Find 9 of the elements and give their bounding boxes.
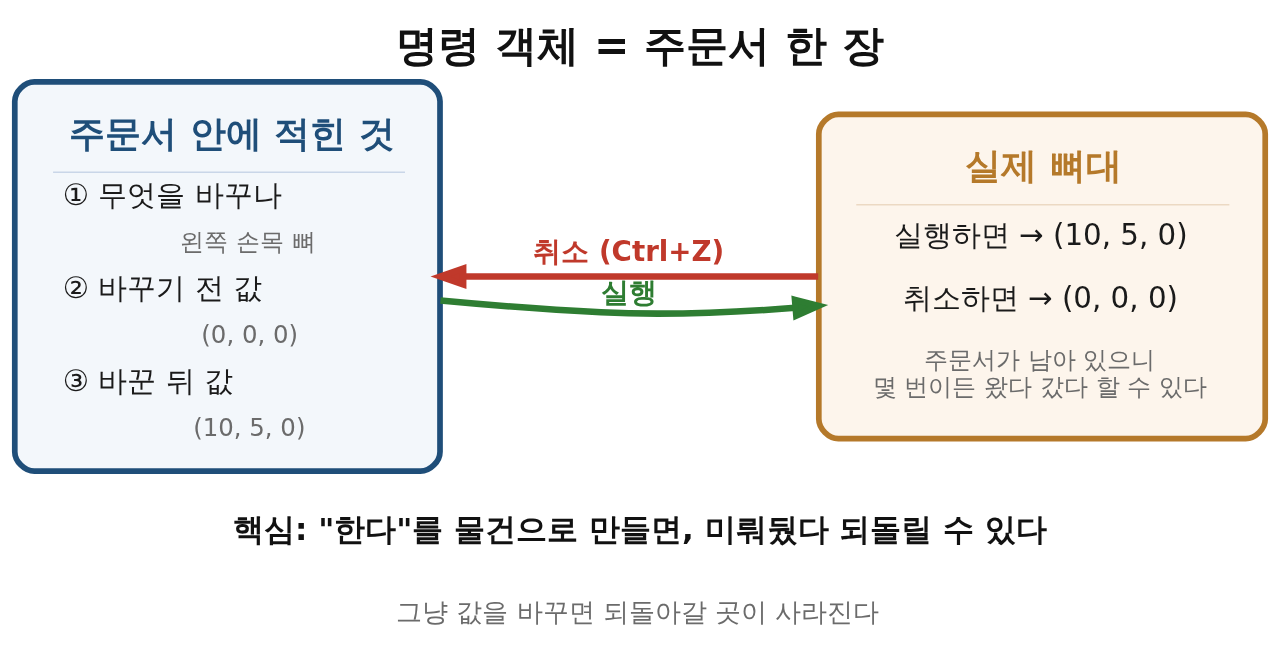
- node-box: 실제 뼈대 실행하면 → (10, 5, 0) 취소하면 → (0, 0, 0) 주문서가 남아 있으니 몇 번이든 왔다 갔다 할 수 있다: [815, 111, 1269, 442]
- edge-label: 취소 (Ctrl+Z): [533, 235, 725, 269]
- node-box: 주문서 안에 적힌 것 ① 무엇을 바꾸나 왼쪽 손목 뼈 ② 바꾸기 전 값 (0, 0, 0) ③ 바꾼 뒤 값 (10, 5, 0): [11, 78, 443, 475]
- diagram-title: 명령 객체 = 주문서 한 장: [396, 21, 884, 71]
- label: 핵심: "한다"를 물건으로 만들면, 미뤄뒀다 되돌릴 수 있다: [233, 510, 1047, 547]
- edge-label: 실행: [600, 275, 657, 309]
- arrow: [430, 263, 819, 290]
- label: 그냥 값을 바꾸면 되돌아갈 곳이 사라진다: [396, 596, 880, 627]
- arrow: [440, 295, 829, 321]
